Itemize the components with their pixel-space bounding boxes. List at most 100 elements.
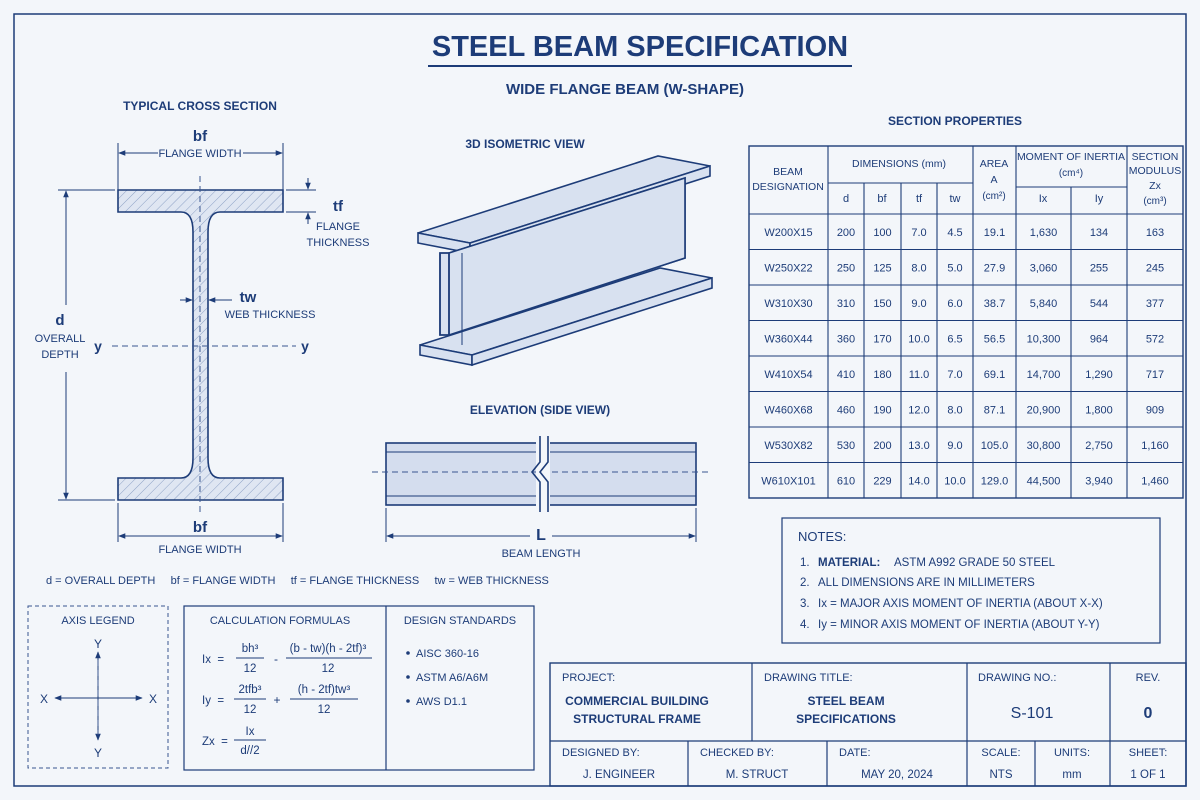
header-modulus-4: (cm³) [1143,196,1166,207]
y-label-top: Y [94,637,102,651]
bf-top-symbol: bf [193,128,208,145]
table-row-designation: W530X82 [764,440,812,452]
table-cell: 7.0 [911,227,926,239]
iy-term2-numerator: (h - 2tf)tw³ [298,684,351,696]
table-cell: 5.0 [947,262,962,274]
axis-legend-box [27,605,169,769]
table-cell: 250 [837,262,855,274]
units-label: UNITS: [1054,747,1090,759]
y-axis-right: y [301,338,309,354]
header-designation-1: BEAM [773,166,803,178]
iy-label: Iy = [202,695,224,707]
elevation-view: ELEVATION (SIDE VIEW) L BEAM LENGTH [372,403,708,560]
sheet-label: SHEET: [1129,747,1168,759]
designed-by-label: DESIGNED BY: [562,747,640,759]
header-area-1: AREA [980,158,1009,170]
table-cell: 360 [837,333,855,345]
header-inertia-1: MOMENT OF INERTIA [1017,151,1125,163]
tf-label-line-1: FLANGE [316,221,360,233]
note-3-text: Ix = MAJOR AXIS MOMENT OF INERTIA (ABOUT… [818,598,1103,610]
table-cell: 9.0 [911,298,926,310]
d-label-line-2: DEPTH [41,349,78,361]
notes-heading: NOTES: [798,529,846,544]
ix-term1-numerator: bh³ [242,643,259,655]
length-label: BEAM LENGTH [502,548,581,560]
header-modulus-1: SECTION [1132,151,1179,163]
notes-box [781,517,1161,644]
subheader-iy: Iy [1095,193,1104,205]
table-cell: 8.0 [947,404,962,416]
note-4-number: 4. [800,619,810,631]
table-cell: 7.0 [947,369,962,381]
table-cell: 11.0 [909,369,930,381]
table-cell: 410 [837,369,855,381]
table-cell: 1,160 [1141,440,1169,452]
header-area-3: (cm²) [982,191,1005,202]
table-cell: 255 [1090,262,1108,274]
table-cell: 190 [873,404,891,416]
standard-bullet-2 [406,675,410,679]
note-1-number: 1. [800,557,810,569]
zx-denominator: d//2 [240,745,259,757]
table-cell: 30,800 [1027,440,1061,452]
drawing-no-value: S-101 [1011,705,1054,722]
table-cell: 150 [873,298,891,310]
drawing-title-line-2: SPECIFICATIONS [796,712,896,726]
calculation-formulas: CALCULATION FORMULAS Ix = bh³ 12 - (b - … [183,605,535,771]
bf-bottom-label: FLANGE WIDTH [158,544,241,556]
header-modulus-2: MODULUS [1129,165,1182,177]
ix-term2-denominator: 12 [322,663,335,675]
table-cell: 572 [1146,333,1164,345]
tf-symbol: tf [333,198,344,215]
length-symbol: L [536,527,546,544]
table-cell: 4.5 [947,227,962,239]
ix-label: Ix = [202,654,224,666]
note-3-number: 3. [800,598,810,610]
table-cell: 3,940 [1085,475,1113,487]
sheet-border [13,13,1187,787]
header-dimensions: DIMENSIONS (mm) [852,158,946,170]
table-cell: 20,900 [1027,404,1061,416]
y-axis-left: y [94,338,102,354]
length-label-bg [530,524,552,542]
header-modulus-3: Zx [1149,180,1161,192]
table-cell: 12.0 [908,404,929,416]
table-cell: 200 [837,227,855,239]
subheader-tf: tf [916,193,923,205]
tw-label: WEB THICKNESS [225,309,316,321]
table-cell: 200 [873,440,891,452]
table-cell: 2,750 [1085,440,1113,452]
elevation-break-line-right [538,436,549,512]
formulas-heading: CALCULATION FORMULAS [210,615,350,627]
scale-value: NTS [990,769,1013,781]
units-value: mm [1062,769,1081,781]
table-cell: 56.5 [984,333,1005,345]
note-2-text: ALL DIMENSIONS ARE IN MILLIMETERS [818,577,1035,589]
table-cell: 964 [1090,333,1108,345]
table-cell: 717 [1146,369,1164,381]
section-properties: SECTION PROPERTIES BEAM DESIGNATION DIME… [748,114,1184,499]
subtitle: WIDE FLANGE BEAM (W-SHAPE) [506,81,744,98]
table-cell: 377 [1146,298,1164,310]
abbreviation-legend: d = OVERALL DEPTH bf = FLANGE WIDTH tf =… [46,575,549,587]
x-label-right: X [149,692,157,706]
table-row-designation: W610X101 [761,475,815,487]
drawing-title-label: DRAWING TITLE: [764,672,853,684]
table-row-designation: W410X54 [764,369,812,381]
iy-operator: + [273,693,280,707]
table-cell: 245 [1146,262,1164,274]
main-title: STEEL BEAM SPECIFICATION [432,31,848,63]
note-1-text: ASTM A992 GRADE 50 STEEL [894,557,1056,569]
axis-legend-heading: AXIS LEGEND [61,615,134,627]
header-area-2: A [990,174,997,186]
subheader-bf: bf [877,193,887,205]
iy-term1-denominator: 12 [244,704,257,716]
y-label-bottom: Y [94,746,102,760]
subheader-ix: Ix [1039,193,1048,205]
standard-bullet-1 [406,651,410,655]
table-cell: 1,460 [1141,475,1169,487]
table-cell: 44,500 [1027,475,1061,487]
table-cell: 100 [873,227,891,239]
